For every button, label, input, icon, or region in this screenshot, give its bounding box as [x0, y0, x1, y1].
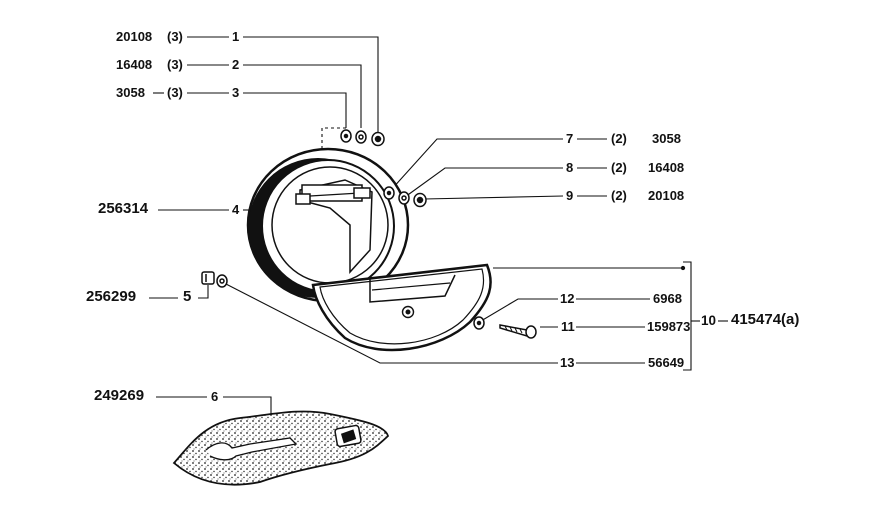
ref-number-11: 11: [561, 319, 575, 334]
quantity-7: (2): [611, 131, 627, 146]
ref-number-10: 10: [701, 313, 717, 328]
quantity-2: (3): [167, 57, 183, 72]
cover-drum-part-4: [246, 147, 410, 303]
ref-number-7: 7: [566, 131, 574, 146]
quantity-8: (2): [611, 160, 627, 175]
quantity-9: (2): [611, 188, 627, 203]
part-number-13: 56649: [648, 355, 685, 370]
quantity-3: (3): [167, 85, 183, 100]
part-number-12: 6968: [653, 291, 682, 306]
ref-number-3: 3: [232, 85, 240, 100]
hardware-parts: [201, 129, 537, 339]
part-number-8: 16408: [648, 160, 685, 175]
part-number-3: 3058: [116, 85, 145, 100]
ref-number-8: 8: [566, 160, 574, 175]
cover-plate-415474: [311, 263, 492, 352]
ref-number-9: 9: [566, 188, 574, 203]
leader-lines: [149, 36, 728, 416]
ref-number-4: 4: [232, 202, 240, 217]
part-number-10: 415474(a): [731, 311, 800, 328]
part-number-2: 16408: [116, 57, 153, 72]
ref-number-6: 6: [211, 389, 219, 404]
part-number-5: 256299: [86, 288, 137, 305]
ref-number-1: 1: [232, 29, 240, 44]
ref-number-2: 2: [232, 57, 240, 72]
tool-bag-part-6: [172, 410, 390, 486]
quantity-1: (3): [167, 29, 183, 44]
part-number-7: 3058: [652, 131, 681, 146]
part-number-1: 20108: [116, 29, 153, 44]
ref-number-12: 12: [560, 291, 575, 306]
part-number-4: 256314: [98, 200, 149, 217]
ref-number-5: 5: [183, 288, 192, 305]
part-number-11: 159873: [647, 319, 691, 334]
part-number-6: 249269: [94, 387, 145, 404]
part-number-9: 20108: [648, 188, 685, 203]
ref-number-13: 13: [560, 355, 575, 370]
